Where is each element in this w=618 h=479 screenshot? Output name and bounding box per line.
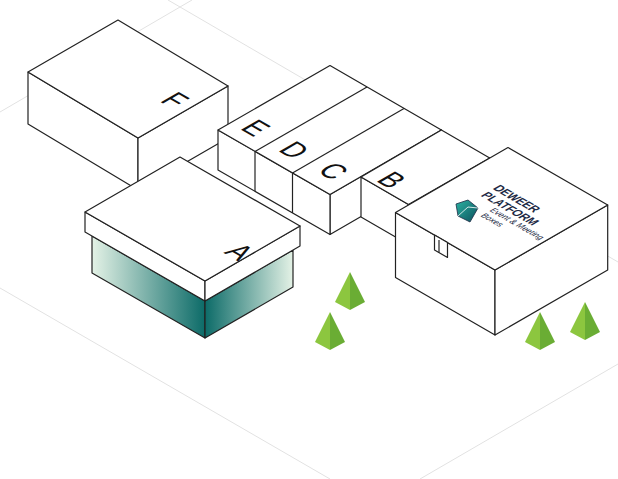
building: D — [285, 137, 304, 163]
building: A — [231, 239, 248, 265]
building: F — [167, 87, 183, 113]
building: B — [383, 167, 400, 193]
building-a — [85, 157, 300, 338]
logo-text: Event & Meeting Boxes — [482, 219, 544, 237]
building: E — [247, 115, 264, 141]
building-f — [28, 20, 228, 190]
tree — [335, 272, 365, 310]
tree — [525, 312, 555, 350]
tree — [315, 312, 345, 350]
logo-icon — [456, 200, 478, 222]
event-block — [396, 148, 608, 336]
tree — [570, 302, 600, 340]
building: C — [324, 158, 343, 184]
